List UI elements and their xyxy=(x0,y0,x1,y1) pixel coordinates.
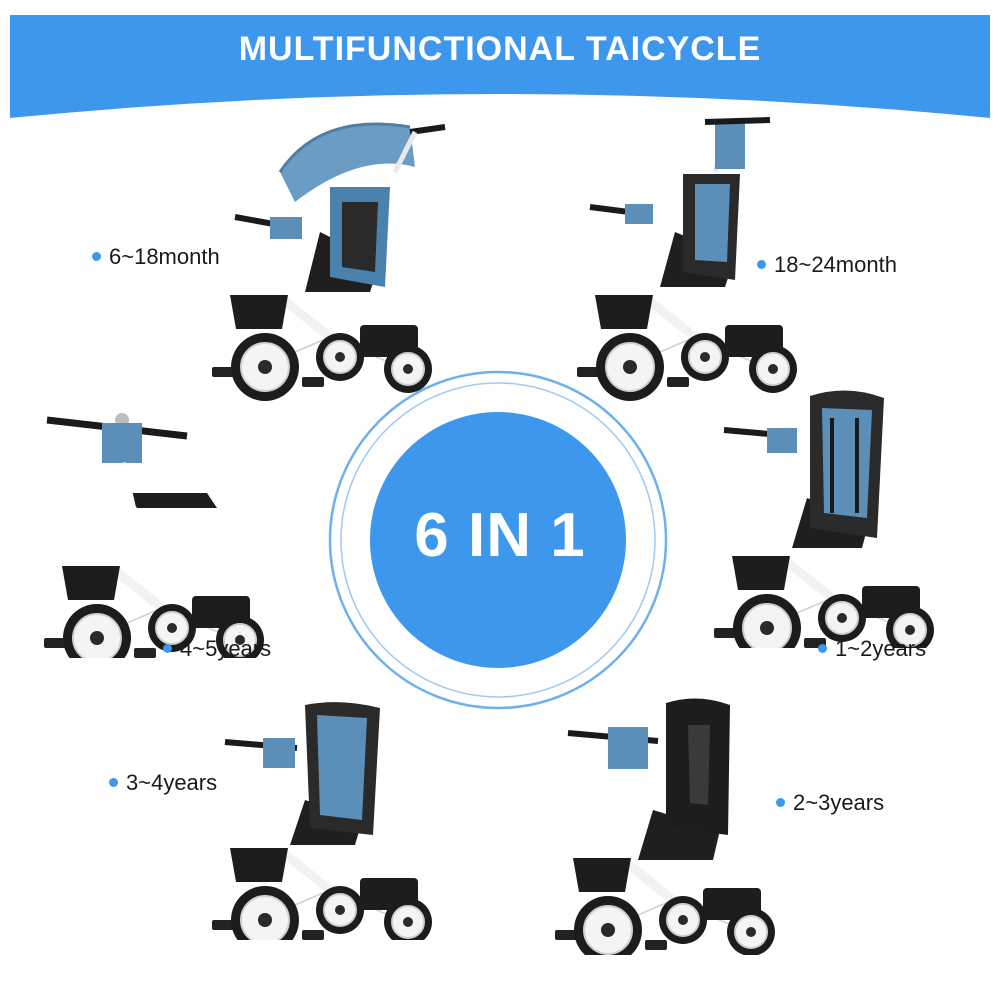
banner-shape xyxy=(10,15,990,118)
bullet-dot-icon xyxy=(818,643,827,653)
center-disc xyxy=(370,412,626,668)
outer-ring xyxy=(328,370,668,710)
bullet-dot-icon xyxy=(92,251,101,261)
bullet-dot-icon xyxy=(163,643,172,653)
age-label-4-5years: 4~5years xyxy=(163,636,271,662)
age-text: 6~18month xyxy=(109,244,220,269)
header-banner: MULTIFUNCTIONAL TAICYCLE xyxy=(0,0,1000,130)
trike-stage-1-image xyxy=(210,112,460,412)
bullet-dot-icon xyxy=(776,797,785,807)
age-text: 1~2years xyxy=(835,636,927,661)
trike-stage-5-image xyxy=(205,700,445,940)
banner-title: MULTIFUNCTIONAL TAICYCLE xyxy=(238,30,762,68)
age-text: 4~5years xyxy=(180,636,272,661)
trike-stage-3-image xyxy=(32,408,292,658)
age-text: 18~24month xyxy=(774,252,897,277)
age-label-2-3years: 2~3years xyxy=(776,790,884,816)
bullet-dot-icon xyxy=(757,259,766,269)
center-label: 6 IN 1 xyxy=(414,501,586,570)
age-label-1-2years: 1~2years xyxy=(818,636,926,662)
age-text: 2~3years xyxy=(793,790,885,815)
bullet-dot-icon xyxy=(109,777,118,787)
inner-ring xyxy=(340,382,656,698)
trike-stage-4-image xyxy=(712,388,942,648)
age-label-6-18month: 6~18month xyxy=(92,244,220,270)
age-label-18-24month: 18~24month xyxy=(757,252,897,278)
age-text: 3~4years xyxy=(126,770,218,795)
trike-stage-6-image xyxy=(548,695,808,955)
trike-stage-2-image xyxy=(575,112,805,402)
age-label-3-4years: 3~4years xyxy=(109,770,217,796)
